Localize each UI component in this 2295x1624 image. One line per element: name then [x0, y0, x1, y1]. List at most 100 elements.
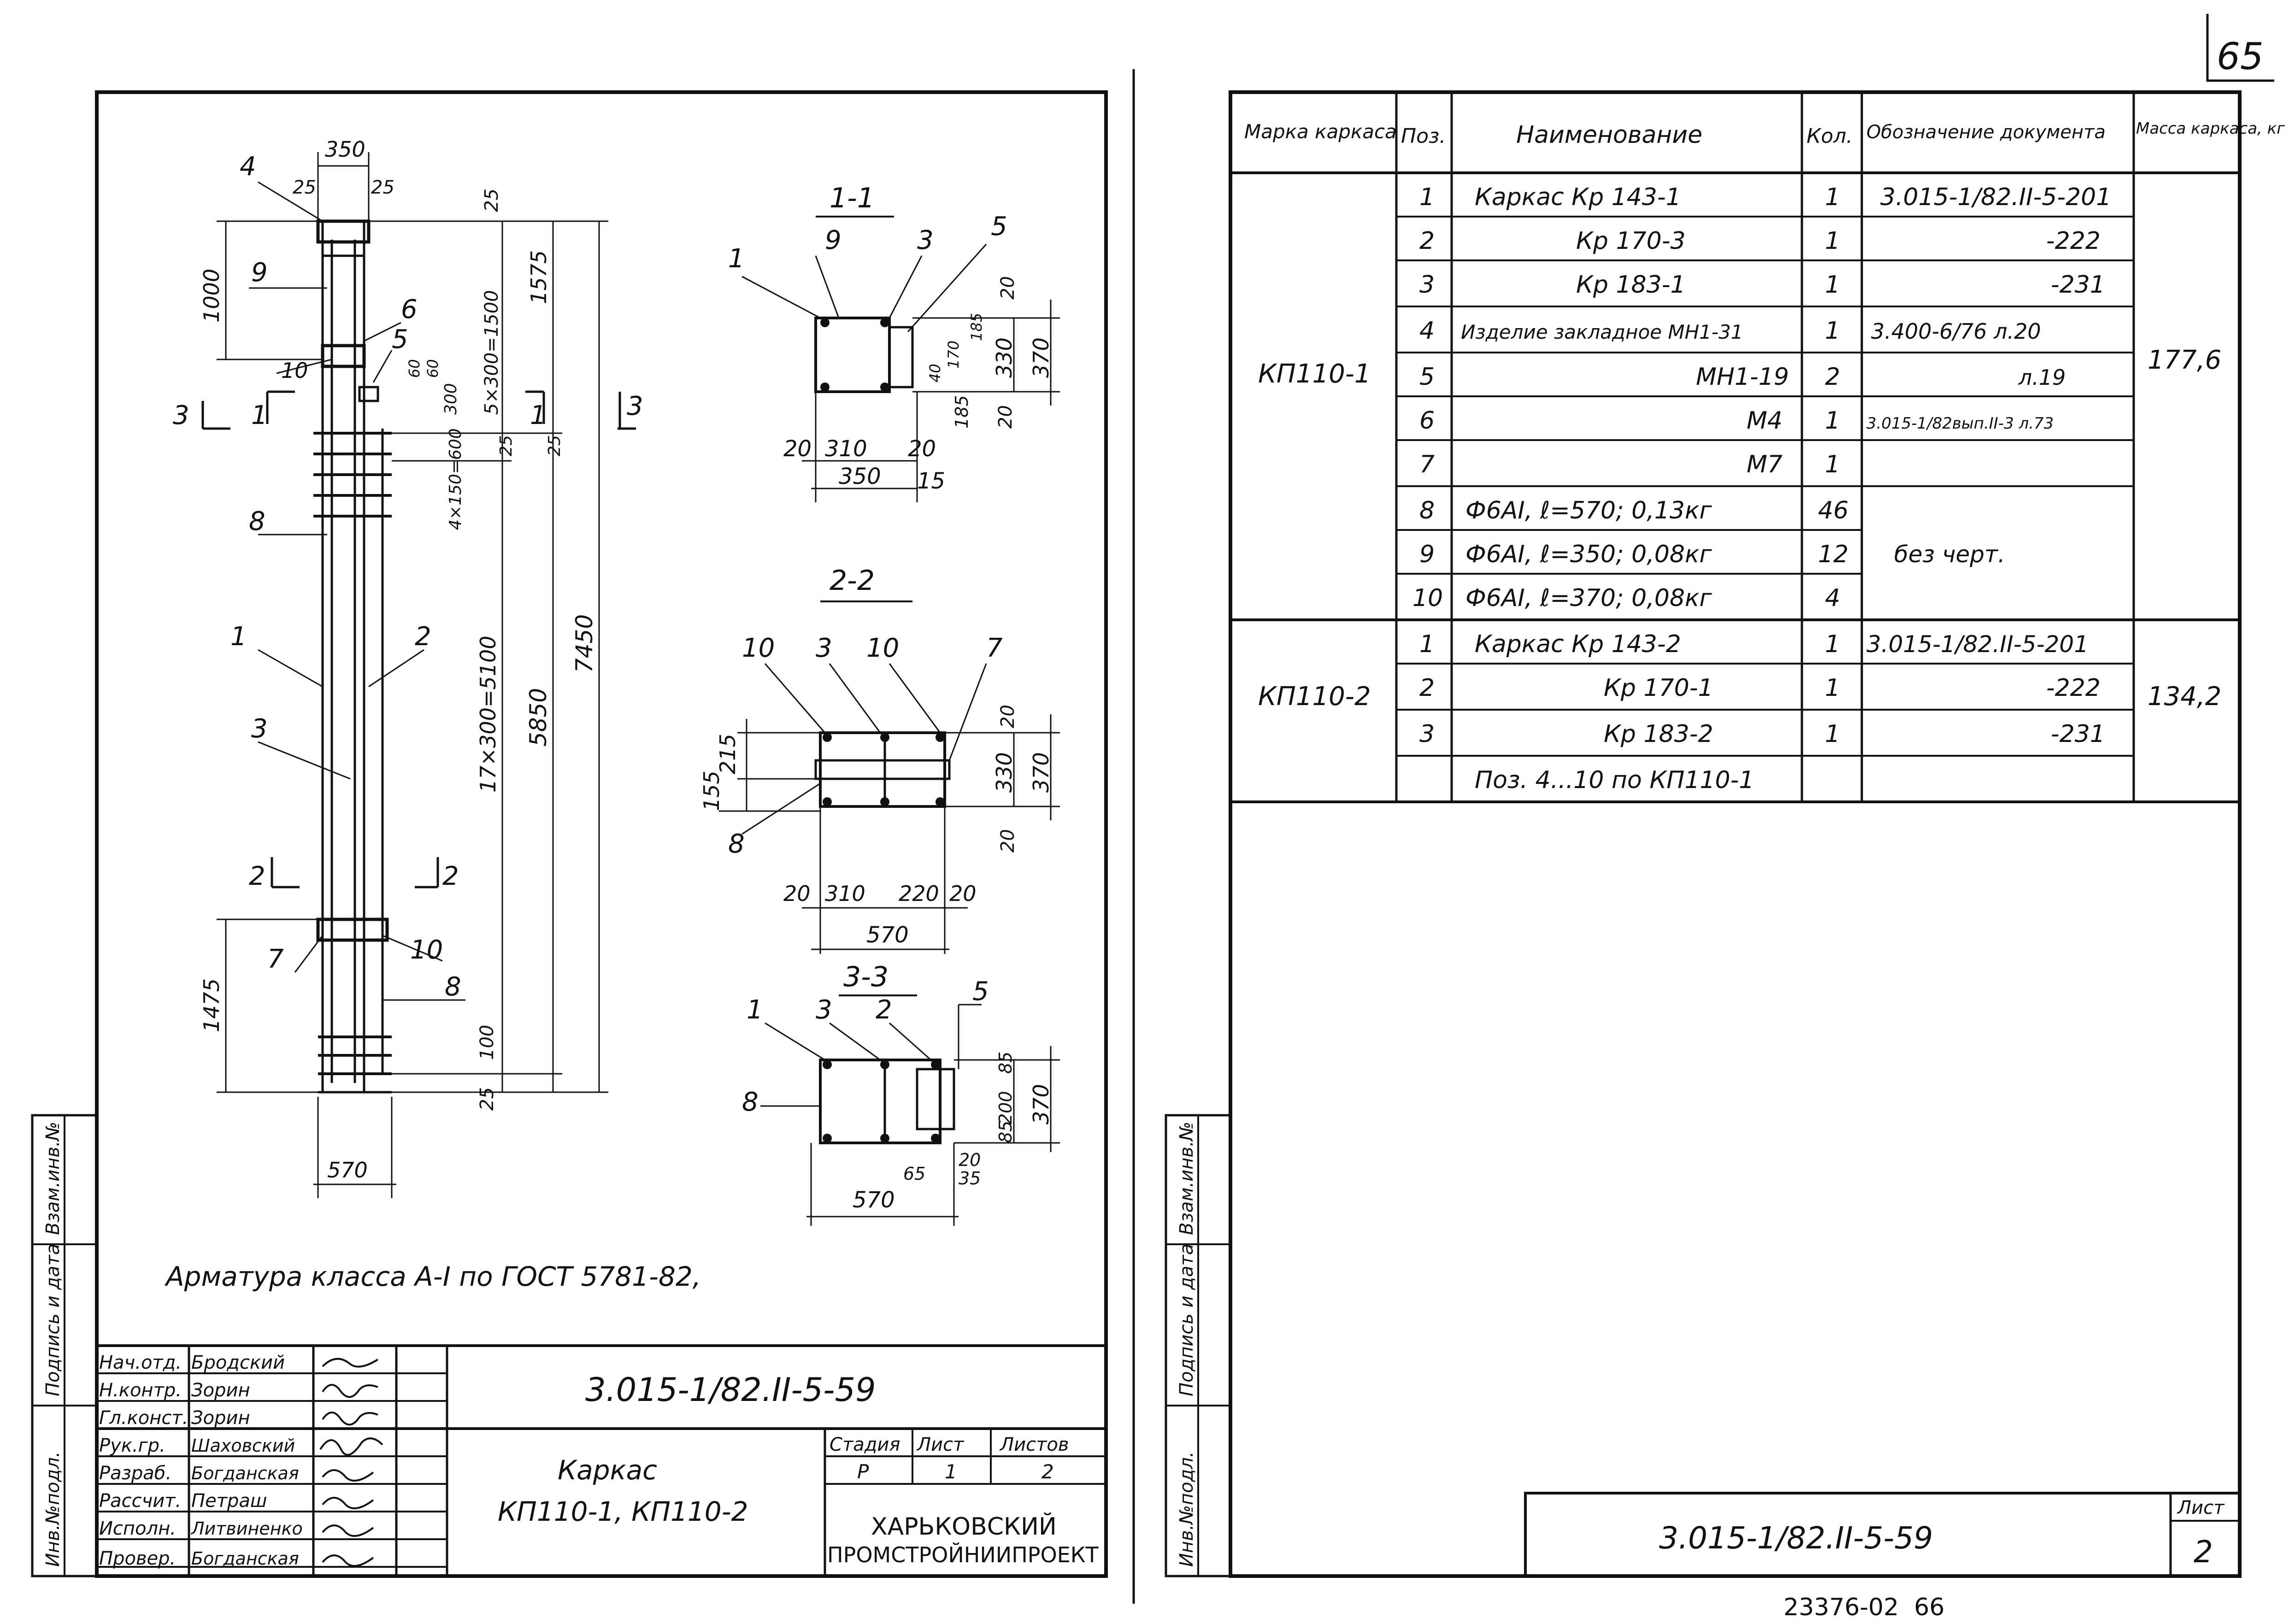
svg-text:Листов: Листов [999, 1434, 1069, 1455]
elevation-callouts: 4 9 6 5 10 8 1 2 3 7 10 [230, 152, 465, 1002]
svg-text:2: 2 [249, 861, 265, 891]
svg-text:Изделие закладное МН1-31: Изделие закладное МН1-31 [1461, 321, 1743, 343]
svg-text:350: 350 [839, 464, 881, 489]
dim-1475: 1475 [199, 978, 224, 1032]
svg-text:6: 6 [1419, 407, 1435, 435]
left-title-line2: КП110-1, КП110-2 [498, 1496, 748, 1527]
column-elevation: 350 25 25 1000 1475 25 1575 5×300=1 [173, 137, 643, 1198]
svg-text:5: 5 [392, 324, 408, 354]
svg-text:л.19: л.19 [2018, 365, 2066, 390]
dim-r-25-bot: 25 [477, 1087, 498, 1111]
dim-r-1575: 1575 [526, 250, 551, 304]
svg-text:85: 85 [995, 1121, 1016, 1143]
svg-text:Гл.конст.: Гл.конст. [99, 1407, 188, 1429]
svg-text:Кол.: Кол. [1807, 124, 1853, 148]
svg-text:1: 1 [251, 400, 268, 430]
section-1-1-title: 1-1 [830, 182, 875, 214]
group2-footnote: Поз. 4...10 по КП110-1 [1475, 766, 1754, 794]
left-sheet: Взам.инв.№ Подпись и дата Инв.№подл. [31, 90, 1108, 1578]
dim-top-25b: 25 [371, 177, 394, 198]
svg-text:2: 2 [1042, 1460, 1054, 1483]
section-mark-3-right: 3 [618, 391, 643, 430]
svg-text:Наименование: Наименование [1516, 121, 1702, 149]
svg-text:2: 2 [415, 622, 431, 652]
dim-bottom-570: 570 [327, 1158, 368, 1183]
svg-text:10: 10 [410, 935, 443, 965]
svg-text:20: 20 [908, 436, 936, 462]
section-2-2: 2-2 10 3 10 [699, 565, 1060, 954]
right-sheet: Взам.инв.№ Подпись и дата Инв.№подл. [1165, 90, 2285, 1621]
svg-text:12: 12 [1818, 541, 1848, 568]
svg-text:М7: М7 [1747, 451, 1783, 478]
svg-text:Зорин: Зорин [191, 1380, 250, 1401]
svg-text:7: 7 [1419, 451, 1435, 478]
svg-text:Кр 183-1: Кр 183-1 [1576, 271, 1686, 299]
svg-text:1: 1 [945, 1460, 957, 1483]
svg-text:Ф6AI, ℓ=350; 0,08кг: Ф6AI, ℓ=350; 0,08кг [1465, 541, 1712, 568]
page-number-box: 65 [2206, 14, 2274, 82]
spec-headers: Марка каркаса Поз. Наименование Кол. Обо… [1244, 119, 2285, 149]
svg-text:185: 185 [952, 395, 972, 429]
rebar-note: Арматура класса А-I по ГОСТ 5781-82, [164, 1261, 701, 1292]
svg-text:-222: -222 [2046, 674, 2101, 702]
svg-text:4: 4 [1419, 317, 1435, 345]
svg-text:-231: -231 [2051, 720, 2105, 748]
section-mark-1-right: 1 [525, 390, 547, 430]
svg-text:1: 1 [1825, 407, 1840, 435]
right-sheet-number: 2 [2194, 1534, 2213, 1570]
svg-text:85: 85 [995, 1052, 1016, 1074]
svg-text:8: 8 [249, 506, 265, 536]
svg-text:1: 1 [1825, 183, 1840, 211]
svg-text:М4: М4 [1747, 407, 1783, 435]
svg-text:2: 2 [1419, 674, 1435, 702]
right-title-block: 3.015-1/82.II-5-59 Лист 2 [1524, 1492, 2241, 1577]
svg-text:20: 20 [783, 881, 811, 906]
svg-text:Каркас Кр 143-2: Каркас Кр 143-2 [1475, 630, 1681, 658]
svg-text:9: 9 [1419, 541, 1435, 568]
dim-r-100: 100 [477, 1025, 498, 1060]
left-title-block: Нач.отд. Н.контр. Гл.конст. Рук.гр. Разр… [97, 1344, 1106, 1576]
svg-text:1: 1 [230, 622, 247, 652]
svg-text:Марка каркаса: Марка каркаса [1244, 120, 1397, 143]
svg-text:20: 20 [783, 436, 812, 462]
svg-text:215: 215 [715, 734, 740, 774]
svg-text:7: 7 [986, 633, 1003, 663]
svg-text:170: 170 [945, 341, 962, 369]
left-title-line1: Каркас [558, 1454, 657, 1486]
svg-text:3: 3 [627, 391, 643, 421]
svg-text:570: 570 [853, 1187, 895, 1213]
stamp-podpis: Подпись и дата [42, 1244, 64, 1396]
svg-text:65: 65 [903, 1164, 925, 1184]
signatures [319, 1358, 383, 1567]
svg-text:8: 8 [445, 972, 461, 1002]
right-stamp-strip: Взам.инв.№ Подпись и дата Инв.№подл. [1165, 1114, 1232, 1577]
svg-text:20: 20 [949, 881, 977, 906]
svg-text:Литвиненко: Литвиненко [190, 1518, 303, 1539]
svg-text:Кр 170-1: Кр 170-1 [1604, 674, 1713, 702]
section-3-3-title: 3-3 [843, 961, 889, 993]
svg-text:3: 3 [816, 633, 832, 663]
svg-text:Лист: Лист [916, 1434, 965, 1455]
svg-text:3.015-1/82вып.II-3 л.73: 3.015-1/82вып.II-3 л.73 [1866, 414, 2054, 433]
svg-text:2: 2 [442, 861, 459, 891]
dim-r-300: 300 [441, 383, 460, 415]
svg-text:-222: -222 [2046, 227, 2101, 255]
mark-kp110-2: КП110-2 [1258, 682, 1371, 712]
svg-text:3.400-6/76 л.20: 3.400-6/76 л.20 [1871, 319, 2041, 344]
page-number: 65 [2217, 35, 2264, 78]
svg-text:370: 370 [1029, 337, 1053, 378]
stamp-inv: Инв.№подл. [42, 1451, 64, 1567]
svg-text:Рассчит.: Рассчит. [99, 1490, 181, 1512]
svg-text:1: 1 [1825, 451, 1840, 478]
stamp-vzam-r: Взам.инв.№ [1176, 1122, 1197, 1235]
svg-text:Обозначение документа: Обозначение документа [1866, 122, 2106, 143]
svg-text:3.015-1/82.II-5-201: 3.015-1/82.II-5-201 [1866, 631, 2089, 658]
embedded-plate-6 [321, 344, 366, 368]
svg-text:200: 200 [995, 1091, 1016, 1124]
stamp-vzam: Взам.инв.№ [42, 1122, 64, 1235]
dim-top-25a: 25 [293, 177, 316, 198]
svg-text:Шаховский: Шаховский [191, 1436, 295, 1456]
svg-text:Стадия: Стадия [830, 1434, 900, 1455]
svg-text:15: 15 [917, 468, 945, 494]
